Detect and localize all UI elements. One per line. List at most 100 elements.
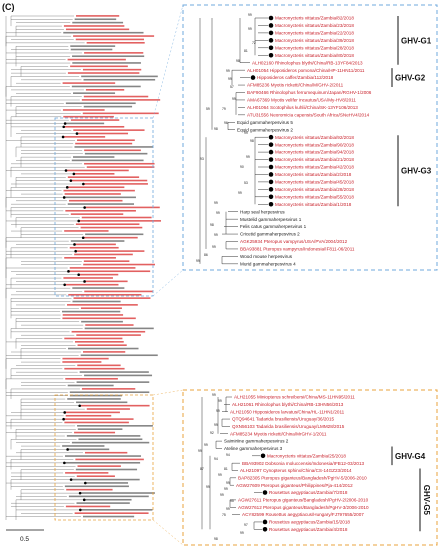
bootstrap-value: 98 xyxy=(214,537,218,541)
zoom-guide-bottom xyxy=(152,269,184,297)
bootstrap-value: 99 xyxy=(206,485,210,489)
leaf-label: Equid gammaherpesvirus 5 xyxy=(237,120,293,125)
overview-leaf-label xyxy=(67,384,114,387)
overview-leaf-label xyxy=(85,89,125,91)
bootstrap-value: 75 xyxy=(222,513,226,517)
overview-leaf-label xyxy=(76,401,128,404)
leaf-label: Hipposideros caffer/Zambia/112/2018 xyxy=(257,75,334,80)
bootstrap-value: 99 xyxy=(238,191,242,195)
bootstrap-value: 99 xyxy=(196,259,200,263)
leaf-label: Macronycteris vittatus/Zambia/92/2018 xyxy=(275,135,354,140)
overview-leaf-label xyxy=(85,280,128,283)
bootstrap-value: 86 xyxy=(204,253,208,257)
bootstrap-value: 99 xyxy=(240,531,244,535)
overview-leaf-dot xyxy=(77,273,80,277)
overview-leaf-dot xyxy=(69,179,73,182)
overview-blue-box xyxy=(54,117,154,297)
leaf-label: ALH21061 Rhinolophus blythi/China/RB-13H… xyxy=(232,402,344,407)
clade-label: GHV-G5 xyxy=(422,485,431,516)
overview-leaf-label xyxy=(83,105,133,108)
overview-leaf-label xyxy=(69,394,123,397)
overview-leaf-label xyxy=(85,498,132,501)
overview-leaf-label xyxy=(75,38,144,41)
overview-leaf-label xyxy=(63,115,114,118)
overview-leaf-dot xyxy=(66,448,69,451)
overview-leaf-label xyxy=(67,398,121,400)
orange-zoom-box xyxy=(182,389,438,546)
bootstrap-value: 99 xyxy=(204,443,208,447)
overview-leaf-label xyxy=(68,495,149,498)
leaf-label: AGK25934 Pteropus vampyrus/USA/PVA/2004/… xyxy=(240,239,348,244)
leaf-label: Felis catus gammaherpesvirus 1 xyxy=(240,224,307,229)
overview-leaf-label xyxy=(62,445,105,447)
overview-leaf-label xyxy=(70,48,113,51)
overview-leaf-dot xyxy=(77,219,81,223)
overview-leaf-label xyxy=(66,488,113,491)
overview-leaf-label xyxy=(73,35,155,37)
bootstrap-value: 98 xyxy=(210,223,214,227)
bootstrap-value: 99 xyxy=(216,211,220,215)
overview-leaf-label xyxy=(71,179,148,182)
leaf-label: Macronycteris vittatus/Zambia/2/2018 xyxy=(275,172,352,177)
overview-leaf-label xyxy=(76,475,115,478)
clade-label: GHV-G4 xyxy=(395,452,426,461)
leaf-label: Macronycteris vittatus/Zambia/28/2018 xyxy=(275,45,354,50)
leaf-label: AGW27612 Pteropus giganteus/Bangladesh/P… xyxy=(238,505,369,510)
overview-leaf-label xyxy=(73,129,145,131)
overview-leaf-dot xyxy=(78,404,81,408)
overview-leaf-label xyxy=(63,189,135,192)
overview-leaf-dot xyxy=(62,125,66,129)
bootstrap-value: 99 xyxy=(248,13,252,17)
bootstrap-value: 96 xyxy=(224,121,228,125)
overview-leaf-label xyxy=(63,25,125,27)
bootstrap-value: 99 xyxy=(218,473,222,477)
overview-leaf-label xyxy=(67,203,135,205)
leaf-label: Macronycteris vittatus/Zambia/45/2018 xyxy=(275,180,354,185)
overview-leaf-label xyxy=(77,428,123,430)
zoom-guide-top-2 xyxy=(152,389,184,396)
blue-zoom-box xyxy=(182,4,438,271)
overview-leaf-dot xyxy=(82,498,86,502)
overview-leaf-label xyxy=(85,206,160,209)
overview-leaf-label xyxy=(62,317,136,320)
overview-leaf-label xyxy=(77,132,129,135)
sample-dot-marker xyxy=(268,194,274,200)
overview-leaf-label xyxy=(76,502,130,504)
overview-leaf-label xyxy=(74,173,115,175)
overview-leaf-label xyxy=(71,159,144,162)
overview-leaf-label xyxy=(74,146,154,148)
overview-leaf-label xyxy=(82,112,159,115)
sample-dot-marker xyxy=(262,527,268,532)
leaf-label: ALH21050 Hipposideros larvatus/China/HL-… xyxy=(230,409,345,414)
overview-leaf-dot xyxy=(84,481,87,485)
overview-leaf-label xyxy=(76,15,120,17)
overview-leaf-label xyxy=(62,109,105,111)
overview-leaf-label xyxy=(75,142,133,145)
leaf-label: Macronycteris vittatus/Zambia/82/2018 xyxy=(275,16,354,21)
overview-leaf-label xyxy=(65,461,141,464)
overview-leaf-label xyxy=(74,18,117,21)
overview-leaf-label xyxy=(64,418,134,420)
overview-leaf-label xyxy=(84,236,138,239)
overview-leaf-label xyxy=(71,330,146,333)
overview-leaf-label xyxy=(74,253,133,256)
bootstrap-value: 90 xyxy=(240,165,244,169)
bootstrap-value: 92 xyxy=(210,431,214,435)
leaf-label: AGW27609 Pteropus giganteus/Philippines/… xyxy=(236,483,353,488)
overview-leaf-label xyxy=(83,263,156,266)
overview-leaf-label xyxy=(66,435,141,437)
overview-leaf-label xyxy=(65,283,119,286)
overview-leaf-dot xyxy=(63,122,67,125)
bootstrap-value: 99 xyxy=(232,97,236,101)
overview-leaf-label xyxy=(72,21,124,24)
overview-leaf-label xyxy=(75,223,140,226)
overview-leaf-label xyxy=(75,458,144,461)
bootstrap-value: 81 xyxy=(224,467,228,471)
overview-leaf-label xyxy=(67,72,140,74)
overview-leaf-label xyxy=(70,240,125,242)
clade-label: GHV-G3 xyxy=(401,167,432,176)
sample-dot-marker xyxy=(268,52,274,58)
sample-dot-marker xyxy=(260,453,266,459)
overview-leaf-dot xyxy=(63,461,66,465)
overview-leaf-label xyxy=(73,156,115,158)
